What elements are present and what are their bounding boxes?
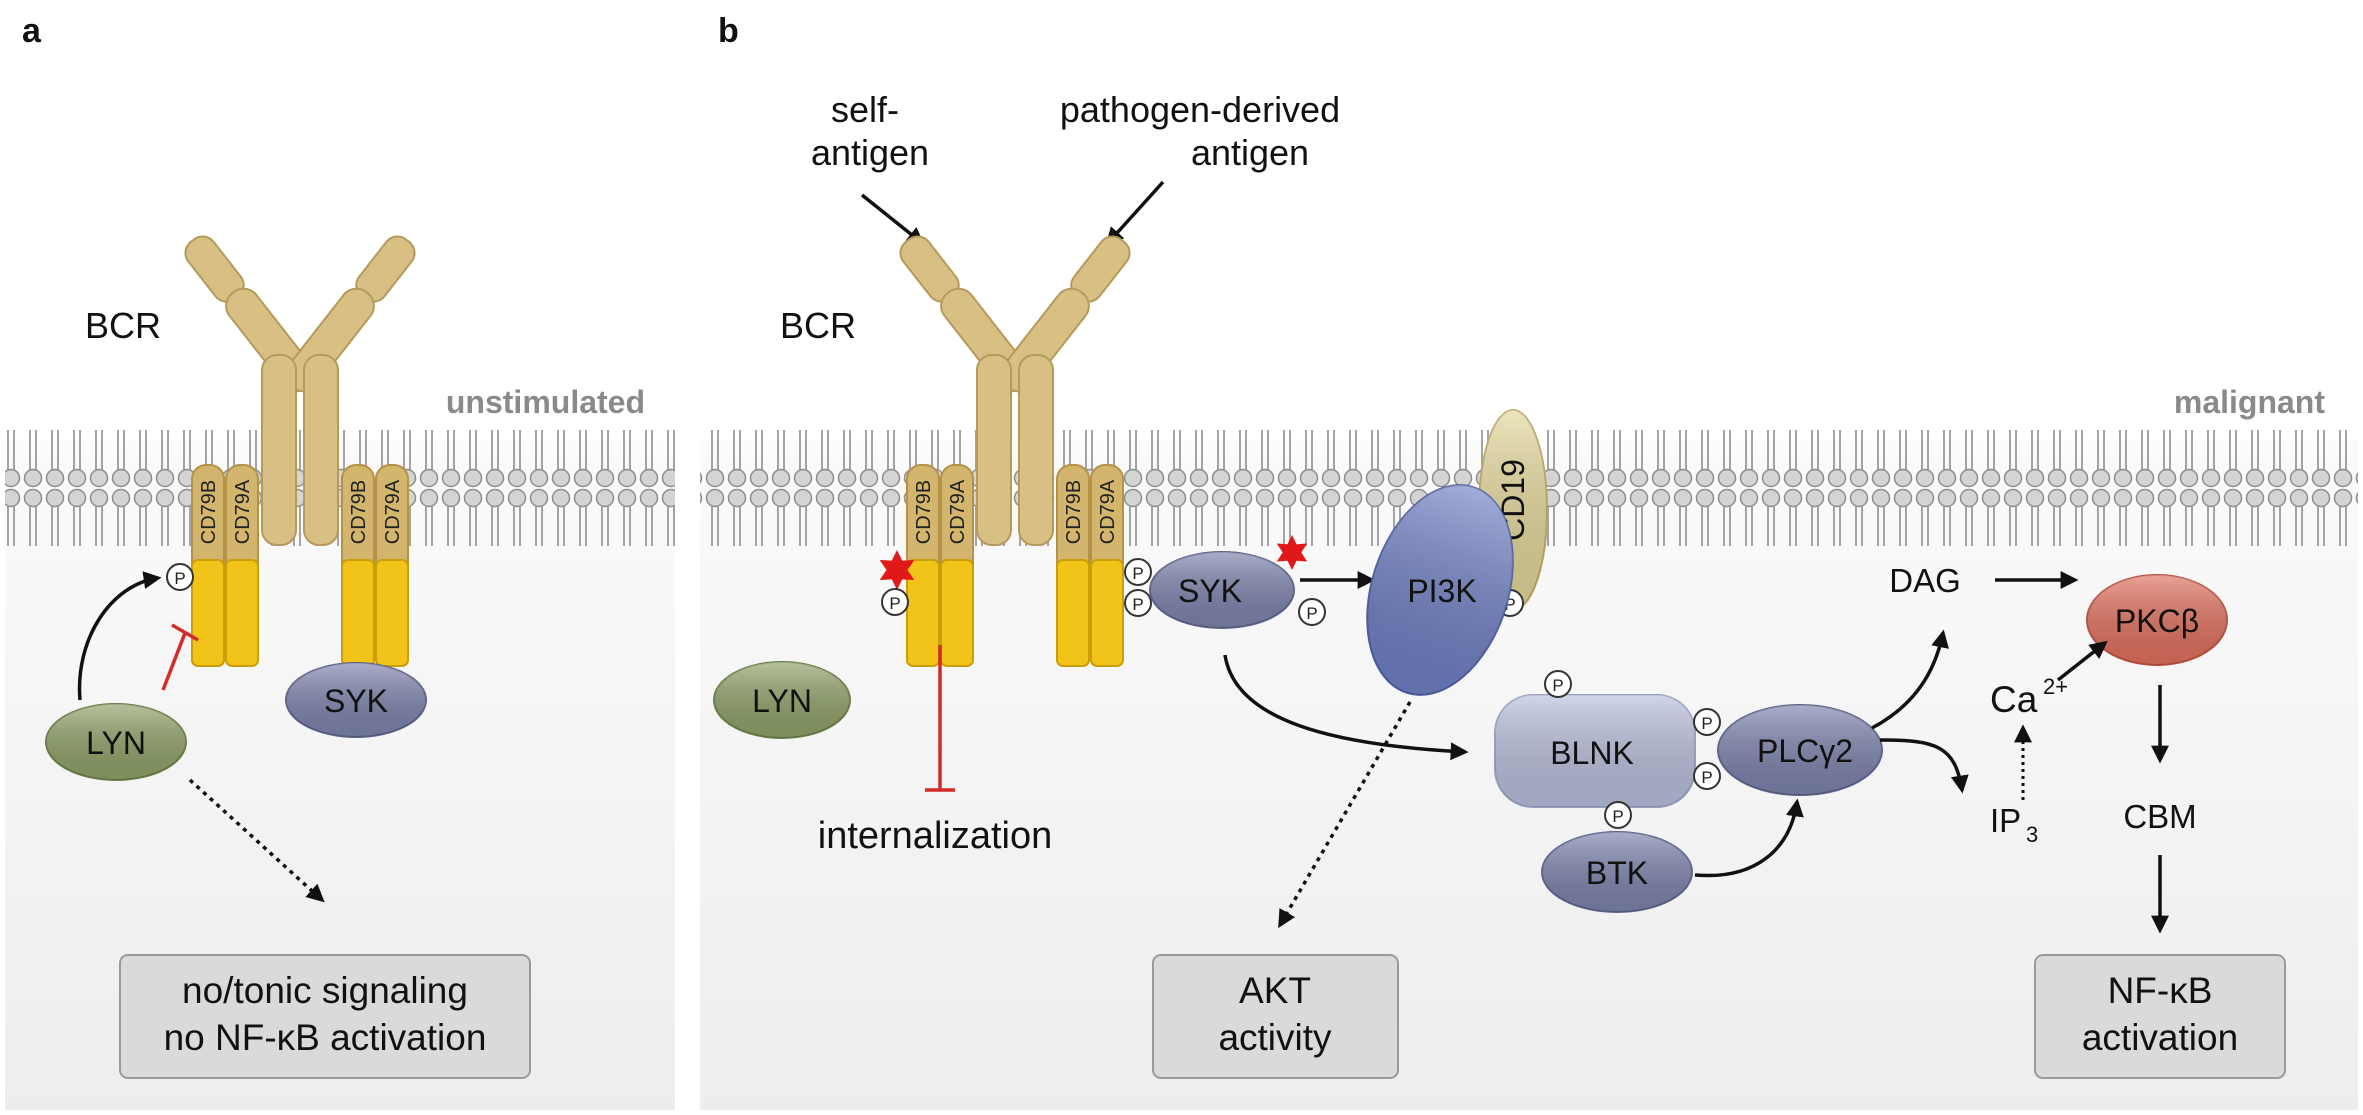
internalization-inhibition [925, 645, 955, 792]
svg-text:BTK: BTK [1586, 855, 1648, 891]
panel-b: b malignant BCR self- antigen pathogen-d… [700, 12, 2358, 1110]
panel-b-lyn: LYN [713, 661, 851, 739]
plcg2-dag-arrow [1871, 629, 1949, 730]
panel-b-cd79-left: CD79B CD79A [906, 464, 974, 667]
svg-text:BLNK: BLNK [1550, 735, 1634, 771]
panel-b-cd79a-left: CD79A [947, 479, 969, 544]
panel-b-letter: b [718, 12, 739, 50]
ip3-label: IP 3 [1990, 802, 2038, 847]
plcg2: PLCγ2 [1717, 704, 1883, 796]
pathogen-antigen-line1: pathogen-derived [1060, 89, 1340, 130]
panel-a-state-label: unstimulated [446, 384, 645, 420]
pkcb: PKCβ [2086, 574, 2228, 666]
panel-a-cd79b-left: CD79B [198, 480, 220, 544]
panel-b-mutation-star-syk [1276, 535, 1308, 570]
svg-text:P: P [1701, 768, 1712, 787]
panel-a-cd79-left: CD79B CD79A [191, 464, 259, 667]
svg-text:P: P [1132, 595, 1143, 614]
self-antigen-line1: self- [831, 89, 899, 130]
internalization-label: internalization [818, 815, 1052, 857]
nfkb-line2: activation [2082, 1017, 2238, 1058]
panel-b-syk: SYK [1149, 551, 1295, 629]
panel-a-cd79a-right: CD79A [382, 479, 404, 544]
panel-b-cd79b-left: CD79B [913, 480, 935, 544]
blnk-phospho-top: P [1544, 670, 1572, 698]
dag-label: DAG [1889, 562, 1961, 599]
svg-text:3: 3 [2026, 822, 2038, 847]
akt-line1: AKT [1239, 970, 1311, 1011]
svg-text:PI3K: PI3K [1407, 573, 1476, 609]
nfkb-box: NF-κB activation [2034, 954, 2286, 1079]
panel-a-phospho: P [166, 563, 194, 591]
svg-text:P: P [1612, 807, 1623, 826]
panel-a-inhibition [161, 623, 199, 691]
panel-a-membrane [5, 430, 675, 552]
syk-phospho: P [1298, 598, 1326, 626]
panel-a-syk: SYK [285, 662, 427, 738]
svg-text:SYK: SYK [324, 683, 388, 719]
btk-plcg2-arrow [1694, 798, 1804, 878]
svg-text:P: P [1701, 714, 1712, 733]
akt-box: AKT activity [1152, 954, 1399, 1079]
plcg2-ip3-arrow [1879, 738, 1969, 794]
panel-b-cd79-right: CD79B CD79A [1056, 464, 1124, 667]
panel-b-bcr-label: BCR [780, 305, 856, 346]
pathogen-antigen-line2: antigen [1191, 132, 1309, 173]
svg-text:P: P [889, 594, 900, 613]
panel-b-cd79b-right: CD79B [1063, 480, 1085, 544]
panel-a-letter: a [22, 12, 42, 50]
panel-b-phospho-cd79b: P [881, 588, 909, 616]
svg-text:LYN: LYN [752, 683, 812, 719]
panel-b-cd79a-right: CD79A [1097, 479, 1119, 544]
syk-blnk-arrow [1223, 654, 1469, 761]
nfkb-line1: NF-κB [2108, 970, 2213, 1011]
panel-a-antibody [184, 235, 416, 546]
panel-b-state-label: malignant [2174, 384, 2325, 420]
panel-b-phospho-cd79a-1: P [1124, 558, 1152, 586]
btk: BTK [1541, 831, 1693, 913]
panel-a-outcome-line2: no NF-κB activation [164, 1017, 487, 1058]
self-antigen-line2: antigen [811, 132, 929, 173]
blnk: BLNK [1494, 694, 1696, 808]
panel-b-antibody [899, 235, 1131, 546]
svg-text:PLCγ2: PLCγ2 [1757, 733, 1853, 769]
pathogen-antigen-arrow [1105, 180, 1165, 246]
pi3k-akt-dotted-arrow [1278, 701, 1412, 929]
svg-text:2+: 2+ [2043, 674, 2068, 699]
svg-text:P: P [1552, 676, 1563, 695]
panel-a: a unstimulated BCR CD79B CD79A CD7 [5, 12, 675, 1110]
blnk-phospho-right-1: P [1693, 708, 1721, 736]
svg-text:P: P [1306, 604, 1317, 623]
svg-text:SYK: SYK [1178, 573, 1242, 609]
self-antigen-arrow [860, 193, 925, 246]
svg-text:P: P [174, 569, 185, 588]
svg-text:IP: IP [1990, 802, 2021, 839]
svg-text:P: P [1504, 595, 1515, 614]
panel-a-cd79-right: CD79B CD79A [341, 464, 409, 667]
pi3k: PI3K [1366, 484, 1514, 696]
btk-phospho: P [1604, 801, 1632, 829]
akt-line2: activity [1218, 1017, 1332, 1058]
panel-a-outcome-line1: no/tonic signaling [182, 970, 468, 1011]
panel-b-mutation-star-cd79b [879, 550, 915, 590]
panel-a-outcome-box: no/tonic signaling no NF-κB activation [119, 954, 531, 1079]
svg-text:Ca: Ca [1990, 679, 2038, 720]
panel-a-cd79b-right: CD79B [348, 480, 370, 544]
panel-a-lyn-phospho-arrow [77, 571, 162, 701]
panel-a-cd79a-left: CD79A [232, 479, 254, 544]
panel-a-dotted-arrow [188, 778, 325, 903]
blnk-phospho-right-2: P [1693, 762, 1721, 790]
panel-a-bcr-label: BCR [85, 305, 161, 346]
ca-label: Ca 2+ [1990, 674, 2068, 720]
svg-text:LYN: LYN [86, 725, 146, 761]
cbm-label: CBM [2123, 798, 2196, 835]
svg-text:P: P [1132, 564, 1143, 583]
panel-a-lyn: LYN [45, 703, 187, 781]
svg-text:PKCβ: PKCβ [2115, 603, 2199, 639]
panel-b-phospho-cd79a-2: P [1124, 589, 1152, 617]
ca-pkcb-arrow [2056, 640, 2108, 682]
